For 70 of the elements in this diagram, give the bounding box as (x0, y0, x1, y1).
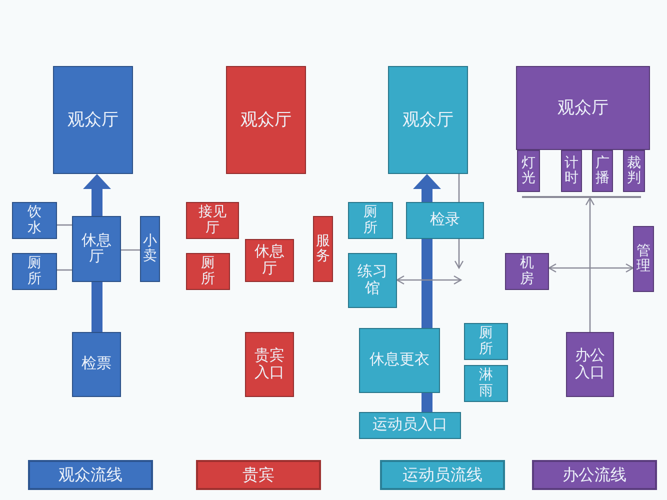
room-label: 机房 (519, 256, 535, 287)
room-label: 休息厅 (80, 232, 112, 266)
room-box (226, 66, 306, 174)
room-box (516, 66, 650, 150)
room-box (348, 253, 397, 308)
room-label: 检票 (82, 356, 112, 373)
room-label: 裁判 (626, 156, 642, 186)
room-label: 休息厅 (254, 244, 286, 277)
room-label: 接见厅 (198, 205, 228, 236)
room-label: 观众厅 (68, 110, 118, 130)
room-label: 运动员入口 (372, 417, 448, 434)
arrow (585, 197, 595, 332)
room-box (245, 332, 294, 397)
room-label: 办公入口 (574, 348, 606, 381)
room-label: 广播 (594, 156, 610, 186)
room-box (592, 150, 613, 192)
room-label: 休息更衣 (370, 352, 430, 369)
room-box (388, 66, 468, 174)
room-label: 管理 (636, 244, 652, 274)
room-label: 计时 (564, 156, 580, 186)
room-label: 检录 (430, 212, 460, 229)
room-box (12, 202, 57, 239)
room-box (566, 332, 614, 397)
connector-line (57, 224, 72, 226)
room-box (359, 328, 440, 393)
room-box (140, 216, 160, 282)
room-box (245, 239, 294, 282)
room-label: 观众厅 (558, 98, 608, 118)
room-label: 小卖 (142, 234, 158, 264)
connector-line (92, 282, 102, 332)
room-label: 厕所 (26, 256, 42, 287)
room-label: 服务 (315, 234, 331, 264)
legend-label: 运动员流线 (402, 466, 482, 486)
connector-line (422, 393, 432, 412)
flow-arrow (83, 174, 111, 216)
room-label: 饮水 (26, 205, 42, 236)
room-box (72, 332, 121, 397)
room-label: 厕所 (200, 256, 216, 287)
room-box (623, 150, 645, 192)
room-label: 厕所 (362, 205, 378, 236)
room-label: 厕所 (478, 326, 494, 357)
room-label: 灯光 (520, 156, 536, 186)
connector-line (57, 269, 72, 271)
room-box (633, 226, 654, 292)
legend-label: 观众流线 (58, 466, 122, 486)
room-box (464, 365, 508, 402)
room-box (561, 150, 582, 192)
room-label: 淋雨 (478, 368, 494, 399)
arrow (396, 275, 462, 285)
room-label: 练习馆 (356, 264, 388, 297)
room-box (505, 253, 549, 290)
room-box (348, 202, 393, 239)
room-label: 观众厅 (402, 110, 454, 130)
room-box (53, 66, 133, 174)
room-box (517, 150, 540, 192)
room-box (72, 216, 121, 282)
connector-line (121, 249, 140, 251)
room-box (313, 216, 333, 282)
arrow (548, 263, 634, 273)
legend-label: 办公流线 (562, 466, 626, 486)
legend-label: 贵宾 (242, 466, 274, 486)
room-box (186, 202, 239, 239)
room-box (464, 323, 508, 360)
room-box (406, 202, 484, 239)
room-label: 观众厅 (240, 110, 292, 130)
room-box (12, 253, 57, 290)
room-label: 贵宾入口 (254, 348, 286, 381)
flow-arrow (413, 174, 441, 202)
room-box (186, 253, 230, 290)
room-box (359, 412, 461, 439)
